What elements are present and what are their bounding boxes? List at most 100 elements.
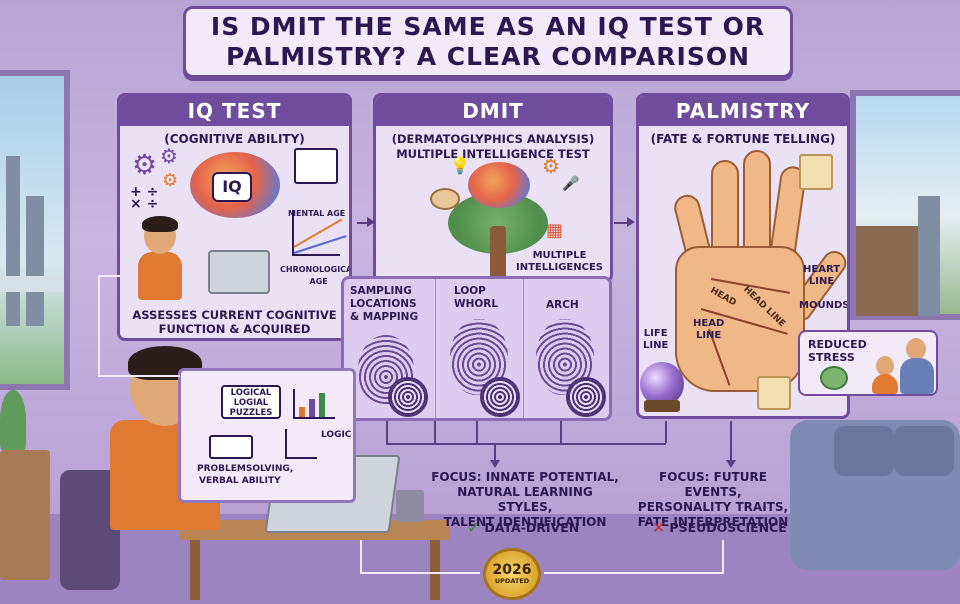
dmit-subtitle-line-1: (DERMATOGLYPHICS ANALYSIS) bbox=[391, 132, 595, 146]
logic-panel: LOGICAL LOGIAL PUZZLES LOGIC PROBLEMSOLV… bbox=[178, 368, 356, 503]
skyscraper bbox=[26, 196, 44, 326]
iq-test-panel: IQ TEST (COGNITIVE ABILITY) ⚙ ⚙ ⚙ + ÷× ÷… bbox=[117, 93, 352, 341]
multiple-intelligences-line-2: INTELLIGENCES bbox=[516, 262, 603, 273]
seal-year: 2026 bbox=[492, 562, 532, 578]
dmit-header: DMIT bbox=[376, 96, 610, 126]
logic-label: LOGIC bbox=[321, 430, 352, 440]
updated-seal: 2026 UPDATED bbox=[483, 548, 541, 600]
arrow-head bbox=[726, 460, 736, 468]
title-line-1: IS DMIT THE SAME AS AN IQ TEST OR bbox=[210, 12, 766, 41]
logical-puzzles-line-2: LOGIAL bbox=[233, 398, 269, 408]
scroll-icon bbox=[757, 376, 791, 410]
child-head bbox=[876, 356, 894, 376]
bar bbox=[319, 393, 325, 417]
arrow-head bbox=[367, 217, 375, 227]
magnified-fingerprint-icon bbox=[566, 377, 606, 417]
gear-icon: ⚙ bbox=[132, 148, 158, 181]
reduced-stress-label: REDUCED STRESS bbox=[808, 338, 867, 364]
magnified-fingerprint-icon bbox=[388, 377, 428, 417]
connector bbox=[665, 421, 667, 443]
math-symbols: + ÷× ÷ bbox=[130, 184, 159, 212]
wire-connector bbox=[98, 275, 100, 375]
fingerprint-col-sampling: SAMPLING LOCATIONS & MAPPING bbox=[344, 279, 436, 418]
head-line-label: HEAD LINE bbox=[693, 318, 724, 342]
palmistry-header: PALMISTRY bbox=[639, 96, 847, 126]
dmit-subtitle-line-2: MULTIPLE INTELLIGENCE TEST bbox=[396, 147, 590, 161]
pencil-cup bbox=[396, 490, 424, 522]
small-laptop bbox=[208, 250, 270, 294]
connector bbox=[730, 421, 732, 463]
wire-connector bbox=[544, 572, 724, 574]
life-line-label: LIFE LINE bbox=[643, 328, 668, 352]
microphone-icon: 🎤 bbox=[562, 176, 580, 192]
connector bbox=[560, 421, 562, 443]
multiple-intelligences-label: MULTIPLE INTELLIGENCES bbox=[516, 250, 603, 274]
fort-building bbox=[856, 226, 926, 316]
paint-palette-icon bbox=[430, 188, 460, 210]
connector bbox=[386, 443, 492, 445]
desk-leg bbox=[430, 540, 440, 600]
iq-test-header: IQ TEST bbox=[120, 96, 349, 126]
arrow-head bbox=[490, 460, 500, 468]
multiple-intelligences-line-1: MULTIPLE bbox=[532, 250, 587, 261]
life-line-label-1: LIFE bbox=[643, 328, 668, 339]
life-line-label-2: LINE bbox=[643, 340, 669, 351]
logical-puzzles-label: LOGICAL LOGIAL PUZZLES bbox=[223, 388, 279, 418]
fingerprint-col-arch: ARCH bbox=[524, 279, 609, 418]
palm-focus-line-1: FOCUS: FUTURE EVENTS, bbox=[659, 470, 767, 499]
child-body bbox=[872, 374, 898, 394]
palm-finger bbox=[743, 150, 771, 260]
wire-connector bbox=[360, 540, 362, 572]
logical-puzzles-tag: LOGICAL LOGIAL PUZZLES bbox=[221, 385, 281, 419]
sofa-cushion bbox=[834, 426, 894, 476]
seal-updated: UPDATED bbox=[494, 577, 530, 585]
verbal-ability-label: VERBAL ABILITY bbox=[199, 476, 281, 486]
problem-solving-label: PROBLEMSOLVING, bbox=[197, 464, 294, 474]
title-line-2: PALMISTRY? A CLEAR COMPARISON bbox=[225, 42, 751, 71]
heart-line-label: HEART LINE bbox=[803, 264, 840, 288]
tree-trunk bbox=[490, 226, 506, 280]
desk-leg bbox=[190, 540, 200, 600]
connector bbox=[494, 443, 496, 463]
logical-puzzles-line-1: LOGICAL bbox=[230, 388, 272, 398]
crystal-ball-icon bbox=[640, 362, 684, 406]
sofa bbox=[790, 420, 960, 570]
dmit-subtitle: (DERMATOGLYPHICS ANALYSIS) MULTIPLE INTE… bbox=[376, 132, 610, 162]
mental-age-label: MENTAL AGE bbox=[288, 209, 346, 218]
cross-icon: ✕ bbox=[652, 518, 666, 537]
arch-label: ARCH bbox=[546, 299, 579, 311]
connector bbox=[434, 421, 436, 443]
profile-card-icon bbox=[294, 148, 338, 184]
wire-connector bbox=[98, 275, 120, 277]
brain-illustration bbox=[468, 162, 530, 208]
gear-icon: ⚙ bbox=[160, 144, 178, 168]
flowchart-icon bbox=[209, 435, 253, 459]
skyscraper bbox=[918, 196, 940, 316]
reduced-stress-line-2: STRESS bbox=[808, 351, 855, 364]
mounds-label: MOUNDS bbox=[799, 300, 850, 311]
fingerprint-panel: SAMPLING LOCATIONS & MAPPING LOOP WHORL … bbox=[341, 276, 612, 421]
iq-description: ASSESSES CURRENT COGNITIVE FUNCTION & AC… bbox=[120, 308, 349, 338]
age-chart bbox=[292, 210, 340, 256]
lightbulb-icon: 💡 bbox=[450, 156, 470, 175]
iq-description-line-1: ASSESSES CURRENT COGNITIVE bbox=[132, 308, 337, 322]
right-window bbox=[850, 90, 960, 320]
heart-line-label-2: LINE bbox=[808, 276, 835, 287]
dmit-verdict: ✓ DATA-DRIVEN bbox=[467, 518, 579, 537]
stress-badge-icon bbox=[820, 366, 848, 390]
wire-connector bbox=[98, 375, 180, 377]
left-window bbox=[0, 70, 70, 390]
cabinet bbox=[0, 450, 50, 580]
palm-focus-line-3: FATE INTERPRETATION bbox=[637, 515, 789, 529]
magnified-fingerprint-icon bbox=[480, 377, 520, 417]
fingerprint-col-loop: LOOP WHORL bbox=[436, 279, 524, 418]
whorl-label: WHORL bbox=[454, 298, 499, 310]
bar-chart-icon bbox=[293, 389, 335, 419]
check-icon: ✓ bbox=[467, 518, 481, 537]
sampling-line-3: & MAPPING bbox=[350, 311, 419, 323]
arrow-dmit-to-palm bbox=[614, 222, 632, 224]
pseudoscience-label: PSEUDOSCIENCE bbox=[669, 520, 787, 535]
iq-test-subtitle: (COGNITIVE ABILITY) bbox=[164, 132, 305, 146]
arrow-iq-to-dmit bbox=[357, 222, 372, 224]
